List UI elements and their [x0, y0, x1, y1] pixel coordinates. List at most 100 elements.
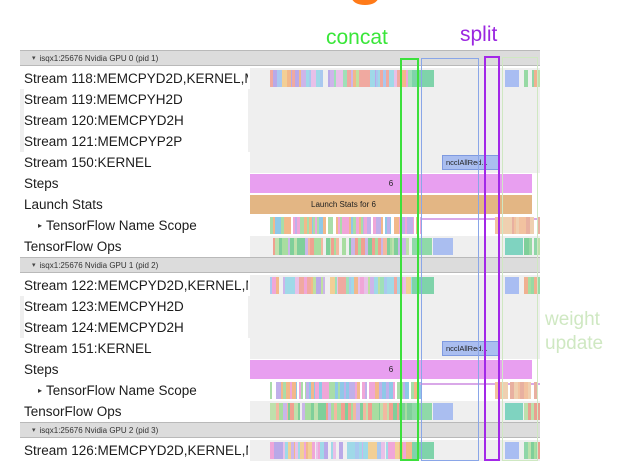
timeline-event-block[interactable] [363, 277, 369, 294]
timeline-row-track[interactable] [250, 317, 540, 338]
timeline-event-block[interactable] [283, 277, 286, 294]
timeline-event-block[interactable] [382, 382, 385, 399]
timeline-event-block[interactable] [306, 277, 311, 294]
timeline-event-block[interactable] [310, 70, 316, 87]
timeline-event-block[interactable] [340, 217, 343, 234]
ncclallreduce-bar[interactable]: ncclAllRed... [442, 341, 500, 356]
timeline-event-block[interactable] [289, 382, 293, 399]
timeline-event-block[interactable] [302, 403, 305, 420]
timeline-event-block[interactable] [286, 70, 291, 87]
timeline-event-block[interactable] [329, 238, 332, 255]
timeline-event-block[interactable] [290, 442, 294, 459]
timeline-event-block[interactable] [284, 442, 288, 459]
timeline-event-block[interactable] [373, 217, 377, 234]
timeline-event-block[interactable] [522, 217, 526, 234]
timeline-event-block[interactable] [304, 403, 309, 420]
timeline-event-block[interactable] [277, 382, 281, 399]
timeline-event-block[interactable] [354, 382, 358, 399]
timeline-event-block[interactable] [311, 217, 314, 234]
timeline-event-block[interactable] [344, 403, 348, 420]
timeline-event-block[interactable] [290, 238, 295, 255]
timeline-row-track[interactable] [250, 131, 540, 152]
timeline-event-block[interactable] [313, 403, 318, 420]
timeline-event-block[interactable] [310, 382, 314, 399]
timeline-event-block[interactable] [349, 442, 353, 459]
timeline-event-block[interactable] [297, 217, 300, 234]
timeline-event-block[interactable] [271, 277, 276, 294]
timeline-row-label[interactable]: Steps [24, 173, 248, 194]
timeline-event-block[interactable] [273, 403, 277, 420]
timeline-event-block[interactable] [363, 70, 366, 87]
timeline-event-block[interactable] [377, 238, 382, 255]
timeline-event-block[interactable] [520, 382, 525, 399]
timeline-event-block[interactable] [504, 382, 508, 399]
timeline-event-block[interactable] [516, 217, 519, 234]
timeline-event-block[interactable] [350, 217, 353, 234]
timeline-event-block[interactable] [393, 403, 397, 420]
chevron-down-icon[interactable]: ▾ [32, 55, 36, 62]
timeline-event-block[interactable] [345, 382, 350, 399]
timeline-event-block[interactable] [304, 238, 308, 255]
timeline-row[interactable]: Stream 122:MEMCPYD2D,KERNEL,MI [20, 275, 540, 296]
timeline-event-block[interactable] [300, 442, 305, 459]
timeline-event-block[interactable] [301, 382, 304, 399]
timeline-event-block[interactable] [272, 217, 276, 234]
timeline-event-block[interactable] [396, 217, 400, 234]
timeline-event-block[interactable] [524, 238, 527, 255]
timeline-row[interactable]: Stream 118:MEMCPYD2D,KERNEL,ME [20, 68, 540, 89]
timeline-event-block[interactable] [409, 403, 412, 420]
timeline-event-block[interactable] [433, 238, 453, 255]
timeline-event-block[interactable] [503, 217, 508, 234]
timeline-event-block[interactable] [412, 277, 434, 294]
timeline-event-block[interactable] [397, 277, 401, 294]
timeline-event-block[interactable] [348, 217, 351, 234]
timeline-event-block[interactable] [507, 217, 510, 234]
timeline-event-block[interactable] [368, 238, 372, 255]
timeline-event-block[interactable] [351, 382, 355, 399]
steps-bar[interactable]: 6 [250, 360, 532, 379]
timeline-event-block[interactable] [530, 277, 534, 294]
timeline-event-block[interactable] [524, 442, 528, 459]
timeline-event-block[interactable] [411, 382, 415, 399]
timeline-row-label[interactable]: Stream 151:KERNEL [24, 338, 248, 359]
timeline-event-block[interactable] [393, 70, 398, 87]
timeline-event-block[interactable] [347, 403, 351, 420]
timeline-event-block[interactable] [298, 403, 301, 420]
timeline-event-block[interactable] [270, 217, 273, 234]
timeline-event-block[interactable] [282, 403, 287, 420]
timeline-event-block[interactable] [334, 238, 337, 255]
ncclallreduce-bar[interactable]: ncclAllRed... [442, 155, 500, 170]
timeline-event-block[interactable] [343, 277, 346, 294]
timeline-event-block[interactable] [406, 277, 411, 294]
timeline-event-block[interactable] [376, 403, 379, 420]
timeline-event-block[interactable] [505, 70, 519, 87]
timeline-event-block[interactable] [533, 277, 537, 294]
timeline-event-block[interactable] [415, 217, 419, 234]
timeline-event-block[interactable] [407, 217, 410, 234]
timeline-event-block[interactable] [402, 277, 406, 294]
timeline-event-block[interactable] [314, 217, 318, 234]
timeline-event-block[interactable] [534, 403, 539, 420]
timeline-event-block[interactable] [374, 70, 377, 87]
timeline-event-block[interactable] [387, 277, 391, 294]
timeline-event-block[interactable] [357, 382, 361, 399]
timeline-event-block[interactable] [362, 217, 365, 234]
timeline-event-block[interactable] [392, 238, 395, 255]
timeline-event-block[interactable] [365, 238, 369, 255]
timeline-event-block[interactable] [283, 382, 287, 399]
timeline-event-block[interactable] [275, 238, 279, 255]
timeline-event-block[interactable] [359, 70, 364, 87]
timeline-row[interactable]: TensorFlow Ops [20, 236, 540, 257]
timeline-event-block[interactable] [290, 403, 295, 420]
timeline-event-block[interactable] [295, 70, 300, 87]
timeline-event-block[interactable] [301, 238, 305, 255]
timeline-row-track[interactable] [250, 440, 540, 461]
timeline-event-block[interactable] [308, 382, 311, 399]
timeline-event-block[interactable] [287, 217, 291, 234]
timeline-event-block[interactable] [274, 442, 277, 459]
timeline-event-block[interactable] [369, 382, 373, 399]
timeline-event-block[interactable] [393, 217, 397, 234]
timeline-event-block[interactable] [374, 238, 378, 255]
timeline-event-block[interactable] [397, 70, 402, 87]
